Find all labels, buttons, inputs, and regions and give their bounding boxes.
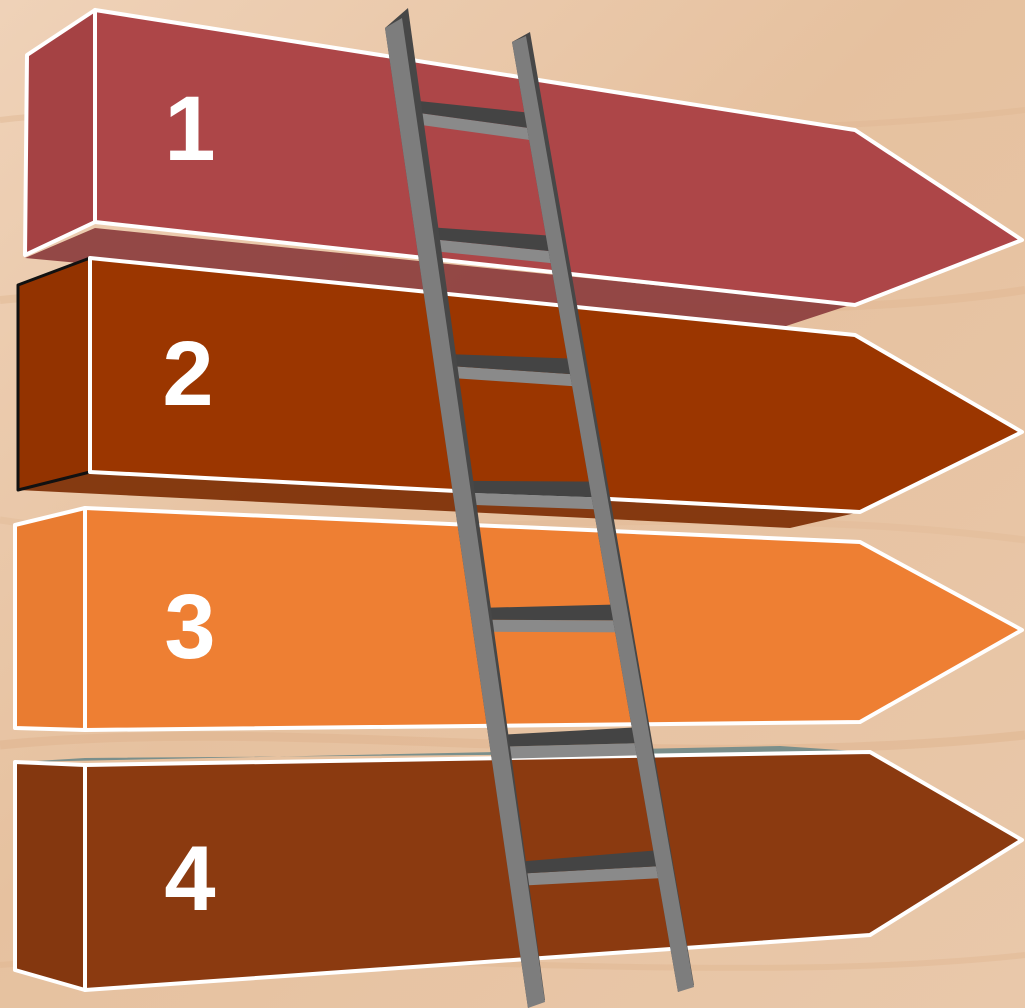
step-1-number: 1: [164, 78, 215, 180]
step-3-side-face: [15, 508, 85, 730]
step-2-side-face: [18, 258, 90, 490]
step-2-number: 2: [162, 323, 213, 425]
step-3-number: 3: [164, 576, 215, 678]
ladder-rung-face: [488, 620, 625, 633]
step-4-side-face: [15, 762, 85, 990]
step-4-number: 4: [164, 828, 215, 930]
